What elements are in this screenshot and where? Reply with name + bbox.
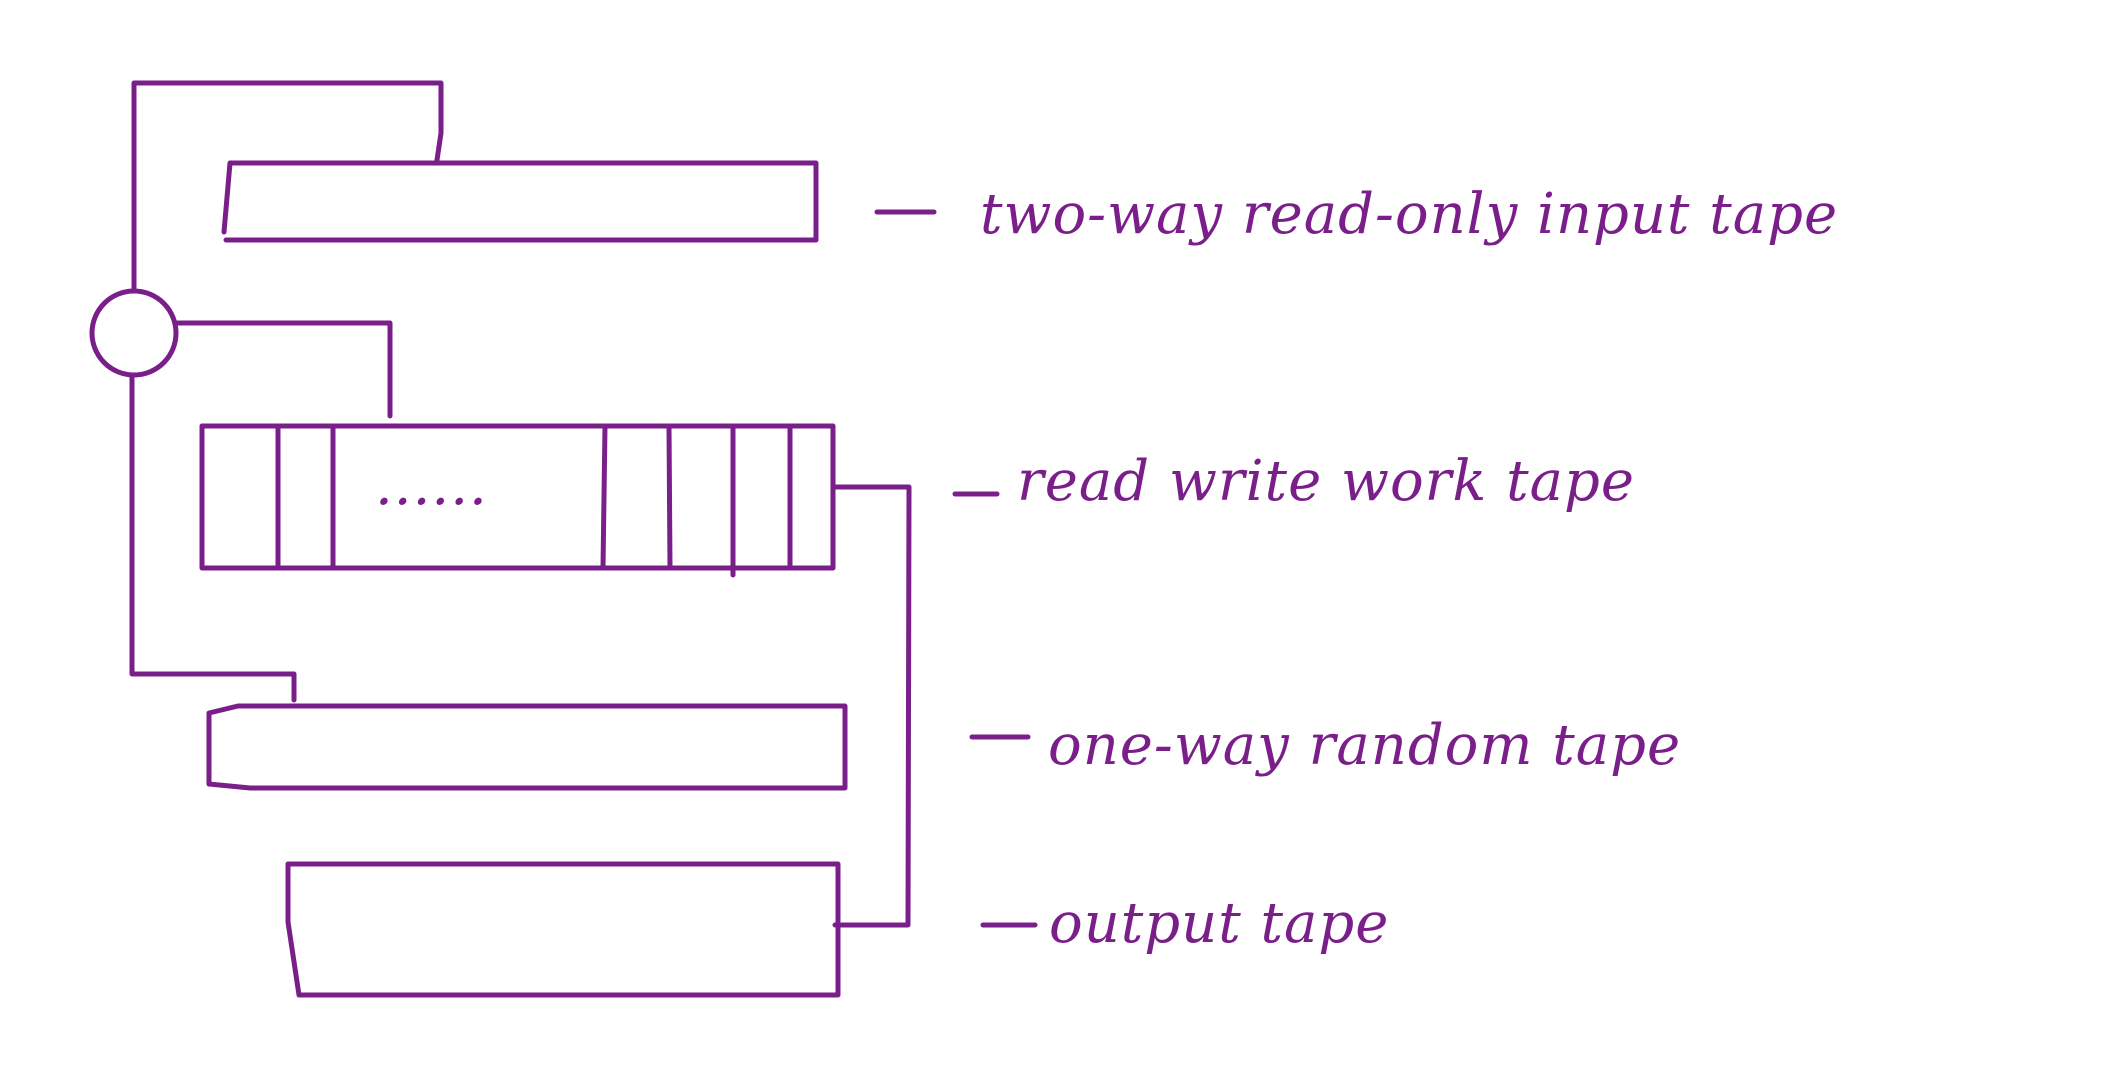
- output-tape-label: output tape: [1049, 891, 1389, 956]
- work-tape-connector: [173, 320, 393, 419]
- output-tape: [285, 861, 841, 998]
- input-tape-connector: [131, 80, 444, 294]
- work-tape-ellipsis: ......: [375, 453, 488, 518]
- work-cell-divider-3: [600, 423, 608, 571]
- work-tape-label: read write work tape: [1017, 449, 1635, 514]
- work-cell-divider-4: [666, 423, 673, 571]
- input-tape-label: two-way read-only input tape: [980, 182, 1838, 247]
- work-to-output-connector: [832, 484, 912, 928]
- work-tape: [199, 423, 836, 571]
- control-state-circle: [89, 288, 179, 378]
- input-tape: [221, 160, 819, 243]
- random-tape-connector: [129, 373, 297, 703]
- random-tape: [206, 703, 848, 791]
- random-tape-label: one-way random tape: [1048, 713, 1681, 778]
